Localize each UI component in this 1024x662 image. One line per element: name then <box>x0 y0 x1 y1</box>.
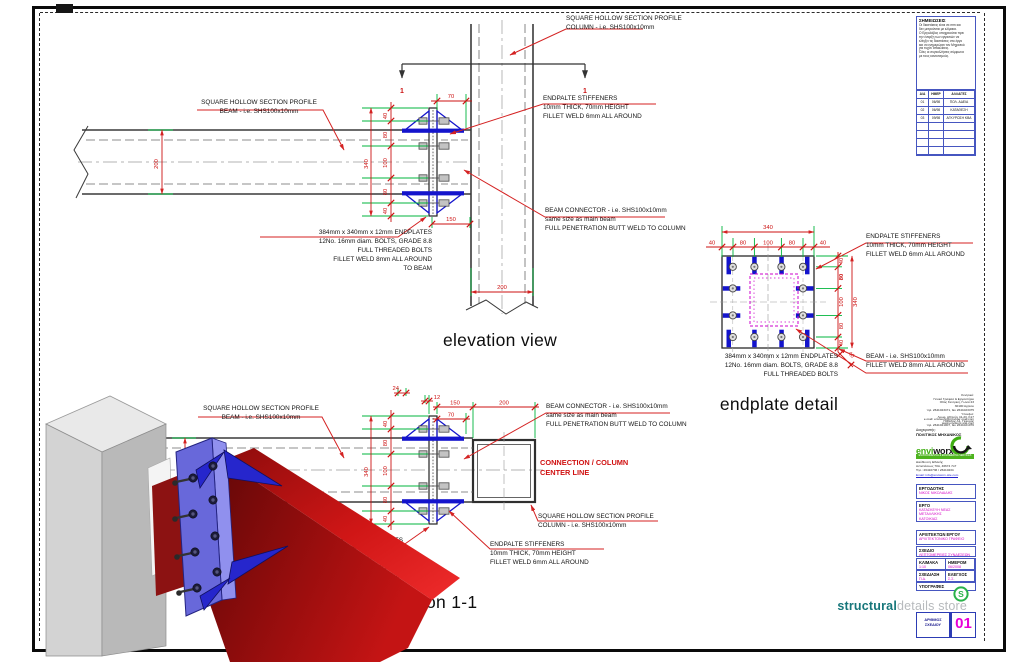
rev-cell: 09/98 <box>929 115 944 123</box>
architect-label: ΑΡΧΙΤΕΚΤΩΝ ΕΡΓΟΥ <box>919 532 961 537</box>
sheet-number-label: ΑΡΙΘΜΟΣ ΣΧΕΔΙΟΥ <box>924 618 942 627</box>
signatures-label: ΥΠΟΓΡΑΦΕΣ <box>919 584 945 589</box>
rev-cell-empty <box>929 131 944 139</box>
title-section-1-1: section 1-1 <box>388 592 478 612</box>
scale-date-box: ΚΛΙΜΑΚΑ 1:10 ΗΜΕΡΟΜ 06/2008 <box>916 558 976 570</box>
label-sec-endplates: 384mm x 340mm x 12mm ENDPLATES 12No. 16m… <box>289 537 403 581</box>
title-elevation-view: elevation view <box>442 330 558 350</box>
label-elev-endplates: 384mm x 340mm x 12mm ENDPLATES 12No. 16m… <box>318 229 432 273</box>
label-elev-beam: SQUARE HOLLOW SECTION PROFILE BEAM - i.e… <box>201 99 317 116</box>
rev-col-aa: Α/Α <box>917 91 929 99</box>
sheet-number-value: 01 <box>955 615 972 632</box>
drafted-value: Π.Δ. <box>919 577 926 581</box>
fold-mark-top <box>40 12 980 13</box>
rev-cell-empty <box>917 131 929 139</box>
enviworx-logo-green: envi <box>916 446 934 456</box>
store-logo-light: details store <box>897 599 967 613</box>
store-s-letter: S <box>958 589 964 599</box>
notes-title: ΣΗΜΕΙΩΣΕΙΣ <box>919 18 946 23</box>
title-endplate-detail: endplate detail <box>719 394 839 414</box>
rev-cell: ΑΓΚΥΡΩΣΗ ΚΒΑ <box>944 115 975 123</box>
rev-cell-empty <box>917 147 929 155</box>
scale-label: ΚΛΙΜΑΚΑ <box>919 560 939 565</box>
rev-cell: 01 <box>917 99 929 107</box>
checked-label: ΕΛΕΓΧΟΣ <box>948 572 968 577</box>
drawing-name-box: ΣΧΕΔΙΟ ΛΕΠΤΟΜΕΡΕΙΕΣ ΣΥΝΔΕΣΕΩΝ <box>916 546 976 557</box>
rev-cell-empty <box>944 131 975 139</box>
label-sec-stiffeners: ENDPALTE STIFFENERS 10mm THICK, 70mm HEI… <box>490 541 589 567</box>
contact-address-top: Κεντρικό: Γενικά Γραφεία & Εργαστήριο Οδ… <box>926 393 974 427</box>
rev-cell-empty <box>917 123 929 131</box>
enviworx-logo: enviworx <box>916 441 954 459</box>
contact-link: Email: info@enviworx-site.com <box>916 473 974 478</box>
notes-box: ΣΗΜΕΙΩΣΕΙΣ Οι διαστάσεις είναι σε mm και… <box>916 16 976 90</box>
manager-label: Διαχειριστής: <box>916 428 936 432</box>
drafted-label: ΣΧΕΔΙΑΣΗ <box>919 572 940 577</box>
rev-col-date: ΗΜΕΡ <box>929 91 944 99</box>
rev-cell-empty <box>944 123 975 131</box>
architect-value: ΑΡΧΙΤΕΚΤΟΝΙΚΟ ΓΡΑΦΕΙΟ <box>919 537 965 541</box>
contact-link-text: Email: info@enviworx-site.com <box>916 473 959 478</box>
sheet-number-divider <box>949 613 952 637</box>
scale-value: 1:10 <box>919 565 926 569</box>
notes-body: Οι διαστάσεις είναι σε mm και δεν μετρού… <box>919 23 965 59</box>
corner-tab <box>56 4 73 13</box>
signatures-box: ΥΠΟΓΡΑΦΕΣ <box>916 582 976 591</box>
owner-box: ΕΡΓΟΔΟΤΗΣ ΝΙΚΟΣ ΝΙΚΟΛΑΙΔΗΣ <box>916 484 976 499</box>
store-logo: structuraldetails store <box>835 599 967 613</box>
fold-mark-left <box>39 13 40 641</box>
sheet-border-frame <box>32 6 1006 652</box>
enviworx-logo-dark: worx <box>933 446 954 456</box>
rev-cell: 06/98 <box>929 99 944 107</box>
rev-cell: 03 <box>917 115 929 123</box>
project-value: ΚΑΤΑΣΚΕΥΗ ΝΕΑΣ ΜΕΤΑΛΛΙΚΗΣ ΚΑΤΟΙΚΙΑΣ <box>919 508 951 521</box>
date-label: ΗΜΕΡΟΜ <box>948 560 967 565</box>
drawing-name-label: ΣΧΕΔΙΟ <box>919 548 935 553</box>
contact-address-mid: Διεύθυνση: Εθνικής Αντιστάσεως 70Α, 4667… <box>916 460 957 472</box>
label-elev-column: SQUARE HOLLOW SECTION PROFILE COLUMN - i… <box>566 15 682 32</box>
project-label: ΕΡΓΟ <box>919 503 931 508</box>
rev-cell-empty <box>944 147 975 155</box>
rev-cell-empty <box>917 139 929 147</box>
rev-cell-empty <box>929 147 944 155</box>
label-sec-connector: BEAM CONNECTOR - i.e. SHS100x10mm same s… <box>546 403 687 429</box>
label-sec-beam: SQUARE HOLLOW SECTION PROFILE BEAM - i.e… <box>203 405 319 422</box>
manager-block: Διαχειριστής: ΠΟΛΙΤΙΚΟΣ ΜΗΧΑΝΙΚΟΣ <box>916 428 974 438</box>
drafted-checked-box: ΣΧΕΔΙΑΣΗ Π.Δ. ΕΛΕΓΧΟΣ Σ.Σ. <box>916 570 976 582</box>
manager-value: ΠΟΛΙΤΙΚΟΣ ΜΗΧΑΝΙΚΟΣ <box>916 432 962 438</box>
enviworx-tagline-bar: ENVIRONMENTAL & ENGINEERING SERVICES <box>916 454 974 459</box>
rev-col-changes: ΑΛΛΑΓΕΣ <box>944 91 975 99</box>
date-value: 06/2008 <box>948 565 961 569</box>
store-s-icon: S <box>953 586 969 602</box>
drawing-name-value: ΛΕΠΤΟΜΕΡΕΙΕΣ ΣΥΝΔΕΣΕΩΝ <box>919 553 971 557</box>
fold-mark-right <box>984 13 985 641</box>
rev-cell: 02 <box>917 107 929 115</box>
label-ep-stiffeners: ENDPALTE STIFFENERS 10mm THICK, 70mm HEI… <box>866 233 965 259</box>
revision-table: Α/Α ΗΜΕΡ ΑΛΛΑΓΕΣ 01 06/98 ΠΟΛ. ΑΔΕΙΑ 02 … <box>916 90 976 156</box>
rev-cell-empty <box>929 139 944 147</box>
label-sec-column: SQUARE HOLLOW SECTION PROFILE COLUMN - i… <box>538 513 654 530</box>
rev-cell-empty <box>929 123 944 131</box>
project-box: ΕΡΓΟ ΚΑΤΑΣΚΕΥΗ ΝΕΑΣ ΜΕΤΑΛΛΙΚΗΣ ΚΑΤΟΙΚΙΑΣ <box>916 501 976 522</box>
label-elev-stiffeners: ENDPALTE STIFFENERS 10mm THICK, 70mm HEI… <box>543 95 642 121</box>
label-ep-endplates: 384mm x 340mm x 12mm ENDPLATES 12No. 16m… <box>724 353 838 379</box>
label-elev-connector: BEAM CONNECTOR - i.e. SHS100x10mm same s… <box>545 207 686 233</box>
rev-cell: ΠΟΛ. ΑΔΕΙΑ <box>944 99 975 107</box>
rev-cell: 06/98 <box>929 107 944 115</box>
checked-value: Σ.Σ. <box>948 577 955 581</box>
label-sec-centerline: CONNECTION / COLUMN CENTER LINE <box>540 458 629 477</box>
architect-box: ΑΡΧΙΤΕΚΤΩΝ ΕΡΓΟΥ ΑΡΧΙΤΕΚΤΟΝΙΚΟ ΓΡΑΦΕΙΟ <box>916 530 976 545</box>
store-logo-bold: structural <box>837 599 897 613</box>
owner-value: ΝΙΚΟΣ ΝΙΚΟΛΑΙΔΗΣ <box>919 491 953 495</box>
sheet-number-box: ΑΡΙΘΜΟΣ ΣΧΕΔΙΟΥ 01 <box>916 612 976 638</box>
rev-cell-empty <box>944 139 975 147</box>
contact-email: e-mail: enviworx@provider-mail.com www.e… <box>923 417 974 425</box>
rev-cell: ΚΑΤΑΘΕΣΗ <box>944 107 975 115</box>
label-ep-beam: BEAM - i.e. SHS100x10mm FILLET WELD 8mm … <box>866 353 965 370</box>
owner-label: ΕΡΓΟΔΟΤΗΣ <box>919 486 944 491</box>
